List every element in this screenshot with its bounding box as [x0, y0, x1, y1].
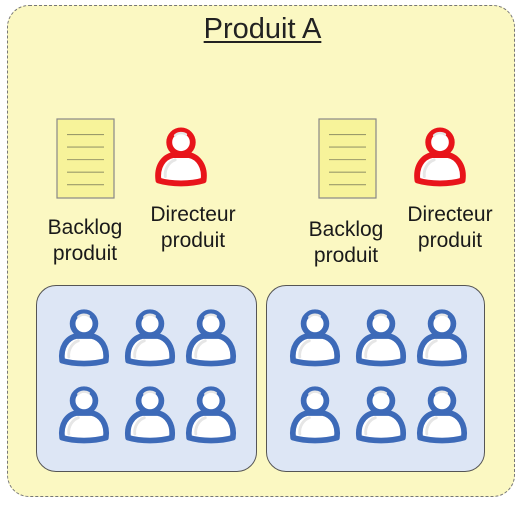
team-member-person-icon	[58, 309, 110, 367]
backlog-label: Backlog produit	[47, 216, 123, 265]
director-label: Directeur produit	[407, 203, 493, 252]
product-title: Produit A	[203, 13, 322, 45]
team-member-person-icon	[124, 309, 176, 367]
team-member-person-icon	[185, 386, 237, 444]
backlog-document-icon	[318, 118, 377, 199]
director-label: Directeur produit	[150, 203, 236, 252]
team-member-person-icon	[416, 386, 468, 444]
backlog-document-icon	[56, 118, 115, 199]
director-person-icon	[155, 127, 207, 187]
team-member-person-icon	[355, 386, 407, 444]
team-member-person-icon	[416, 309, 468, 367]
director-person-icon	[414, 127, 466, 187]
team-member-person-icon	[289, 386, 341, 444]
team-member-person-icon	[355, 309, 407, 367]
backlog-label: Backlog produit	[308, 218, 384, 267]
team-member-person-icon	[289, 309, 341, 367]
team-member-person-icon	[124, 386, 176, 444]
team-member-person-icon	[185, 309, 237, 367]
team-member-person-icon	[58, 386, 110, 444]
